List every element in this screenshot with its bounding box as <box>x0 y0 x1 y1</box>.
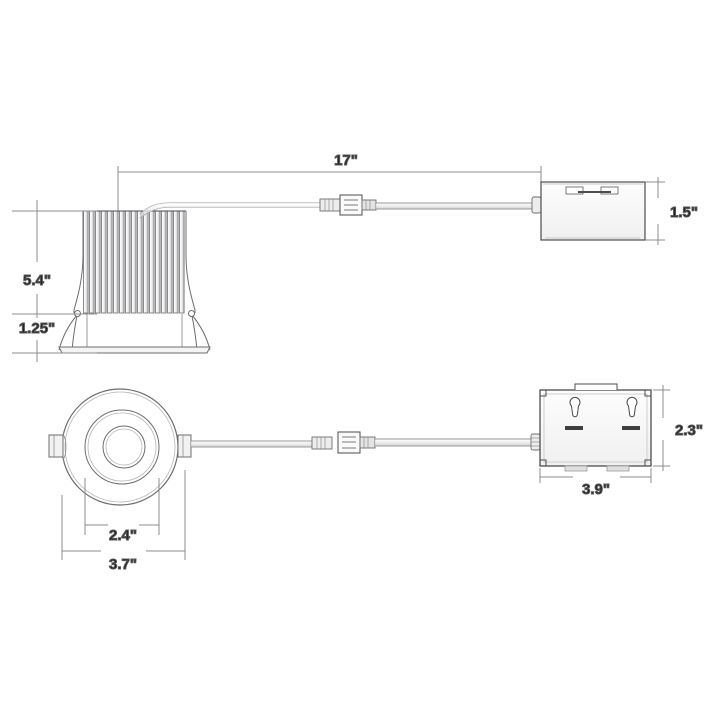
power-cable-side-left <box>139 202 320 219</box>
dimension-label-fixture-height: 5.4" <box>23 272 51 289</box>
keyhole-slot-right <box>622 397 640 430</box>
dimension-driver-width: 3.9" <box>539 468 652 499</box>
power-cable-side-right <box>376 202 535 210</box>
dimension-driver-depth: 2.3" <box>653 385 703 471</box>
dimension-label-aperture-diameter: 2.4" <box>109 527 137 544</box>
reflector-body-profile <box>73 211 196 313</box>
dimension-trim-depth: 1.25" <box>12 314 97 362</box>
dimension-label-cable-length: 17" <box>334 152 358 169</box>
power-cable-bottom-left <box>191 440 312 448</box>
led-aperture <box>102 425 146 469</box>
cable-grommet-bottom <box>530 433 541 451</box>
heat-sink-fins <box>83 210 186 314</box>
reflector-ring <box>84 409 160 485</box>
trim-housing-walls <box>86 314 183 347</box>
junction-box-driver-side <box>540 181 646 241</box>
dimension-label-trim-depth: 1.25" <box>19 320 55 337</box>
side-elevation-view: 17" <box>12 152 698 362</box>
dimension-label-driver-depth: 2.3" <box>675 422 703 439</box>
dimension-label-driver-height: 1.5" <box>670 204 698 221</box>
junction-box-driver-bottom <box>539 383 652 472</box>
dimension-cable-length: 17" <box>117 152 542 215</box>
dimension-driver-height: 1.5" <box>645 177 698 245</box>
cable-grommet-side <box>531 196 542 214</box>
cable-exit-grommet <box>177 434 192 458</box>
dimension-fixture-height: 5.4" <box>12 200 97 315</box>
cable-connector-bottom <box>311 431 376 454</box>
cable-connector-side <box>319 194 377 216</box>
keyhole-slot-left <box>565 397 583 430</box>
dimension-aperture-diameter: 2.4" <box>84 478 160 545</box>
bottom-plan-view: 2.3" 3.9" 2.4" <box>48 383 703 574</box>
trim-flange <box>58 346 211 354</box>
dimension-label-driver-width: 3.9" <box>582 481 610 498</box>
spring-clip-tab-left <box>48 433 67 461</box>
mounting-spring-clips <box>58 310 211 351</box>
power-cable-bottom-right <box>375 438 534 447</box>
dimension-label-trim-diameter: 3.7" <box>109 556 137 573</box>
dimension-trim-diameter: 3.7" <box>61 470 186 574</box>
